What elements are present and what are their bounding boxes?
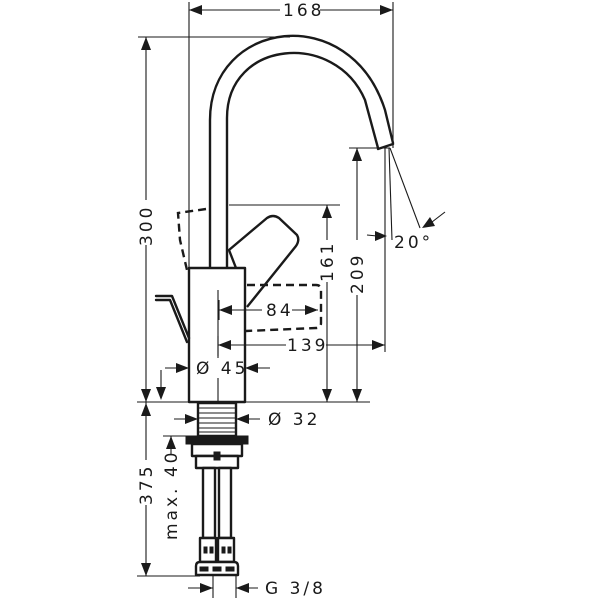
dimension-lever-projection: 84 xyxy=(218,300,318,321)
dimension-thread-diameter: Ø 32 xyxy=(174,410,320,430)
spout-outlet xyxy=(376,142,395,151)
spout-inner xyxy=(225,51,380,272)
label-20deg: 20° xyxy=(394,233,433,253)
label-161: 161 xyxy=(318,241,338,282)
mounting-assembly xyxy=(185,401,249,577)
popup-rod xyxy=(154,294,191,340)
dimension-hose-length: 375 xyxy=(137,402,157,576)
label-diameter-45: Ø 45 xyxy=(196,359,248,379)
label-300: 300 xyxy=(137,205,157,246)
dimension-body-diameter: Ø 45 xyxy=(156,358,270,400)
label-168: 168 xyxy=(283,1,324,21)
lever-rear-position xyxy=(176,207,207,271)
label-diameter-32: Ø 32 xyxy=(268,410,320,430)
dimension-total-height: 300 xyxy=(137,37,157,402)
hose-left xyxy=(201,466,217,540)
label-209: 209 xyxy=(348,253,368,294)
dimension-spout-reach: 168 xyxy=(189,1,393,21)
lever xyxy=(227,214,300,308)
dimension-spray-angle: 20° xyxy=(366,211,446,253)
dimension-max-deck-thickness: max. 40 xyxy=(162,436,182,540)
body-block xyxy=(187,266,247,404)
label-g-3-8: G 3/8 xyxy=(265,579,326,599)
label-375: 375 xyxy=(137,464,157,505)
dimension-lever-reach: 139 xyxy=(217,336,385,356)
dimension-connection-thread: G 3/8 xyxy=(188,576,326,599)
label-139: 139 xyxy=(287,336,328,356)
dimension-lever-height: 161 xyxy=(318,205,338,402)
dimension-spout-height: 209 xyxy=(348,148,368,402)
label-max-40: max. 40 xyxy=(162,450,182,540)
popup-rod-inner xyxy=(154,298,189,344)
hose-right xyxy=(217,466,233,540)
spout-outer xyxy=(208,34,395,272)
extension-lines xyxy=(137,2,421,577)
label-84: 84 xyxy=(266,301,294,321)
faucet-body xyxy=(154,34,395,404)
lever-front-position xyxy=(245,283,323,333)
